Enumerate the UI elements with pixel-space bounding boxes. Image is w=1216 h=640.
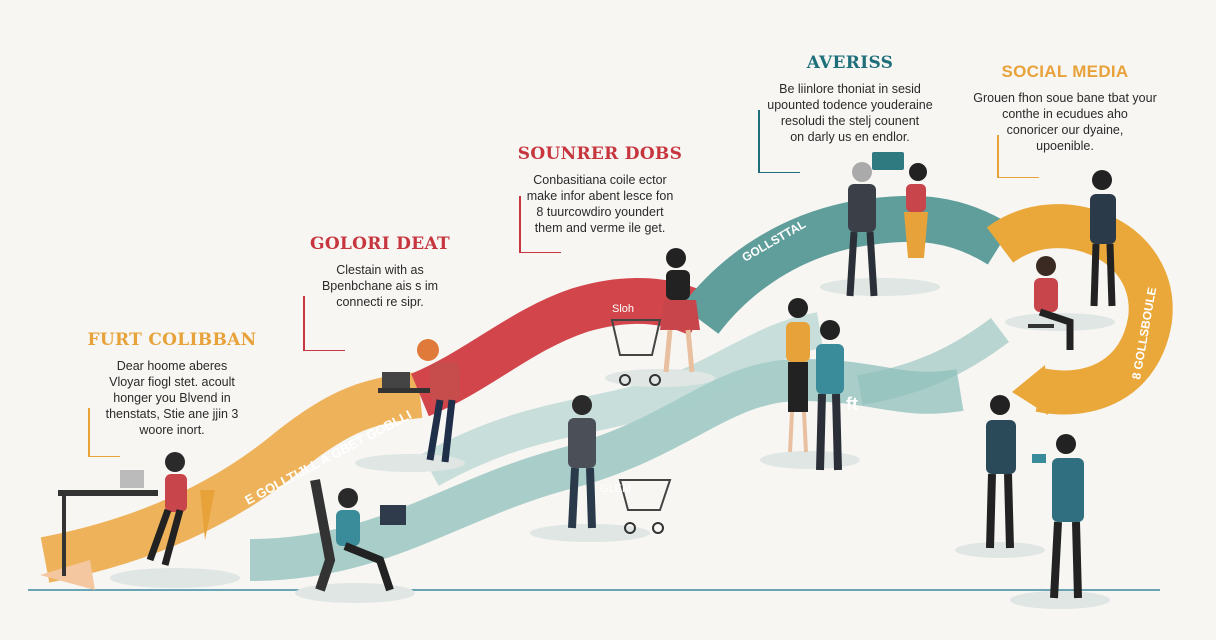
stage-4-title: AVERISS [806,53,894,73]
stage-3-leader [519,196,561,253]
stage-1-title: FURT COLIBBAN [87,330,257,350]
person-shopper-woman [610,248,700,386]
ribbon-label-lower: GLEM [600,483,631,495]
ribbon-orange-loop [986,204,1173,415]
person-card-man [1032,434,1084,599]
ribbon-tail [40,560,95,590]
ribbon-label-red: Sloh [612,303,634,315]
ribbon-middle-teal [421,312,824,486]
stage-2-title: GOLORI DEAT [310,234,450,254]
person-phone-man [986,395,1016,549]
arrow-head-icon [1012,365,1048,415]
stage-5-leader [997,135,1039,178]
stage-5: SOCIAL MEDIA Grouen fhon soue bane tbat … [965,62,1165,154]
person-shopper-man [568,395,672,534]
ribbon-label-arrow: ft [846,394,858,414]
person-red-desk [378,339,460,463]
stage-4-leader [758,110,800,173]
people-handshake [786,298,844,471]
stage-2-leader [303,296,345,351]
people-meeting [846,152,928,297]
person-seated-woman [1028,256,1074,350]
stage-3-title: SOUNRER DOBS [517,144,683,164]
ribbon-join [857,317,1009,405]
stage-1-leader [88,408,120,457]
person-desk-woman [58,452,215,576]
stage-5-title: SOCIAL MEDIA [1001,62,1129,81]
person-laptop-man [310,479,406,592]
person-standing-man-top [1090,170,1116,307]
ribbon-orange [40,372,423,583]
